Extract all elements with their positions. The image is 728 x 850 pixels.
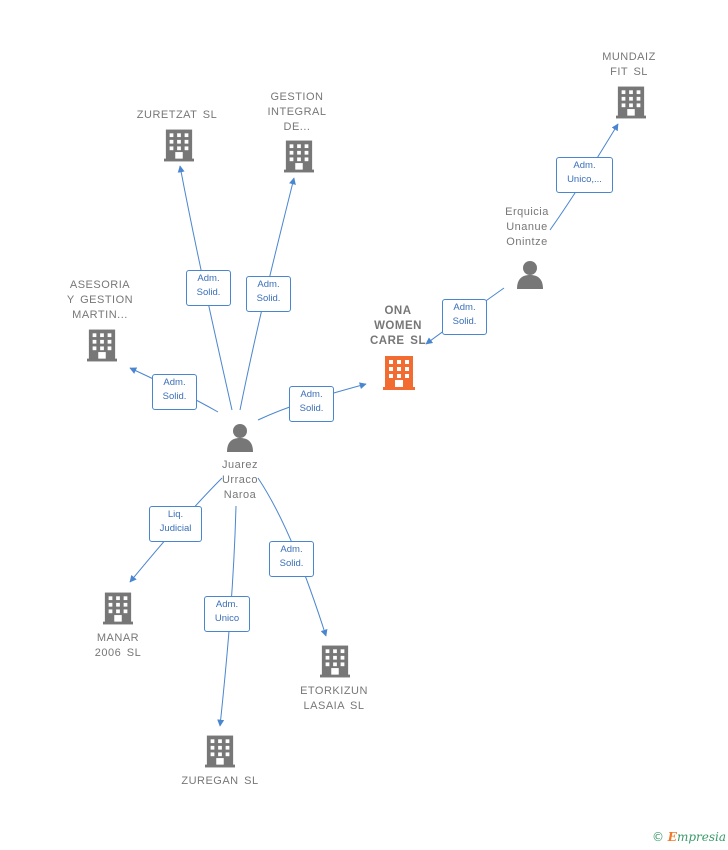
building-icon-zuretzat[interactable] [164,129,194,162]
person-icon-erquicia[interactable] [517,261,543,289]
node-label-ona[interactable]: ONA WOMEN CARE SL [370,305,426,347]
node-label-zuretzat[interactable]: ZURETZAT SL [136,109,218,121]
edge-label-erquicia-mundaiz: Adm. Unico,... [556,157,613,193]
edge-label-juarez-gestion: Adm. Solid. [246,276,291,312]
node-label-gestion[interactable]: GESTION INTEGRAL DE... [267,91,327,133]
copyright-icon: © [651,830,664,844]
node-label-juarez[interactable]: Juarez Urraco Naroa [221,459,259,501]
building-icon-etorkizun[interactable] [320,645,350,678]
brand-initial: E [667,830,677,844]
brand-name: mpresia [676,830,726,844]
building-icon-asesoria[interactable] [87,329,117,362]
node-label-manar[interactable]: MANAR 2006 SL [94,632,142,659]
building-icon-ona[interactable] [383,356,415,390]
edge-label-juarez-asesoria: Adm. Solid. [152,374,197,410]
building-icon-zuregan[interactable] [205,735,235,768]
empresia-logo: © Empresia [652,830,726,844]
node-label-zuregan[interactable]: ZUREGAN SL [181,775,259,787]
building-icon-gestion[interactable] [284,140,314,173]
edge-label-juarez-zuregan: Adm. Unico [204,596,250,632]
edge-label-juarez-etorkizun: Adm. Solid. [269,541,314,577]
building-icon-manar[interactable] [103,592,133,625]
node-label-asesoria[interactable]: ASESORIA Y GESTION MARTIN... [66,279,134,321]
edge-label-juarez-zuretzat: Adm. Solid. [186,270,231,306]
edge-label-juarez-manar: Liq. Judicial [149,506,202,542]
node-label-etorkizun[interactable]: ETORKIZUN LASAIA SL [300,685,368,712]
edge-label-juarez-ona: Adm. Solid. [289,386,334,422]
edge-label-erquicia-ona: Adm. Solid. [442,299,487,335]
node-label-erquicia[interactable]: Erquicia Unanue Onintze [505,206,549,248]
person-icon-juarez[interactable] [227,424,253,452]
node-label-mundaiz[interactable]: MUNDAIZ FIT SL [602,51,656,78]
building-icon-mundaiz[interactable] [616,86,646,119]
